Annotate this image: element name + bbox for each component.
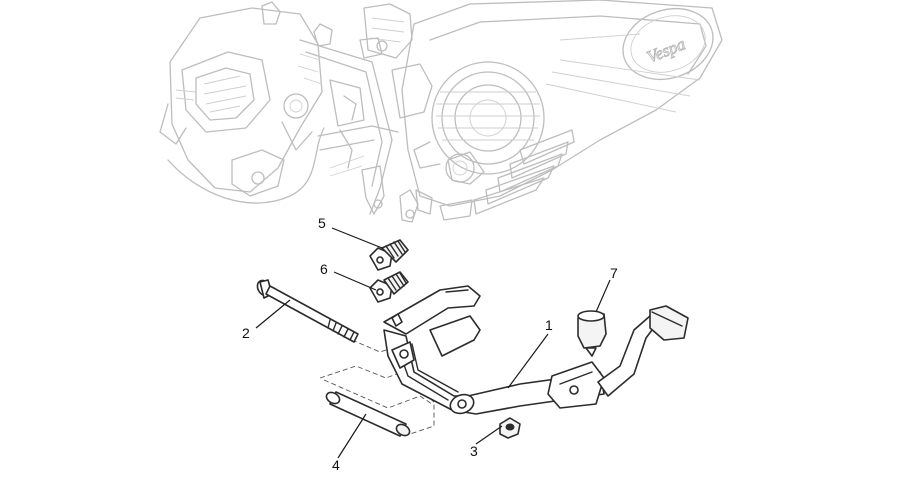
rubber-stopper-part [577,310,607,357]
engine-block: Vespa [159,0,723,223]
callout-4: 4 [332,457,340,473]
vespa-logo: Vespa [644,34,688,66]
callout-7: 7 [610,265,618,281]
callout-3: 3 [470,443,478,459]
callout-6: 6 [320,261,328,277]
leader-lines [255,227,611,459]
center-stand-part [383,285,689,415]
spacer-bushing-part [325,391,411,437]
callout-labels: 1 2 3 4 5 6 7 [242,215,618,473]
callout-5: 5 [318,215,326,231]
spring-upper-part [369,239,409,271]
nut-part [499,417,521,439]
callout-1: 1 [545,317,553,333]
pivot-bolt-part [256,279,359,343]
spring-lower-part [369,271,409,303]
callout-2: 2 [242,325,250,341]
